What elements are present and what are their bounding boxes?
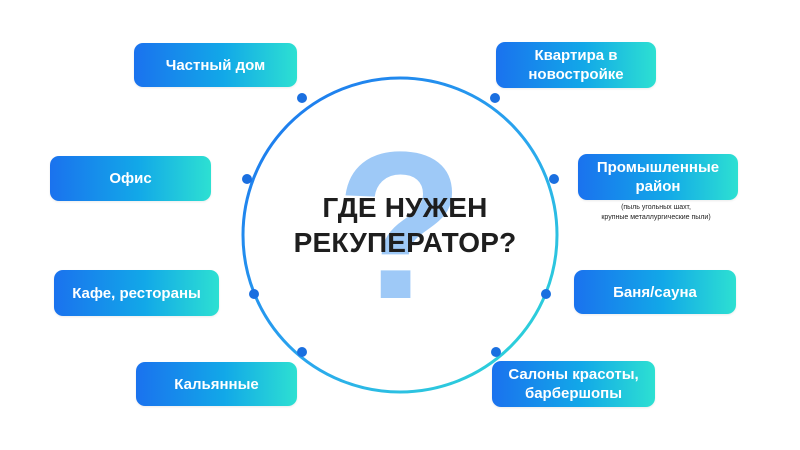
ring-dot xyxy=(490,93,500,103)
card-new-apartment: Квартира в новостройке xyxy=(496,42,656,88)
card-label: район xyxy=(635,178,681,195)
page-title: ГДЕ НУЖЕН РЕКУПЕРАТОР? xyxy=(275,190,535,260)
card-industrial-district: Промышленные район xyxy=(578,154,738,200)
card-label: Кальянные xyxy=(174,375,259,393)
card-label: Квартира в xyxy=(534,47,618,64)
card-hookah-bars: Кальянные xyxy=(136,362,297,406)
title-line: ГДЕ НУЖЕН xyxy=(322,192,488,223)
ring-dot xyxy=(541,289,551,299)
card-label: Баня/сауна xyxy=(613,283,697,301)
question-mark-symbol: ? xyxy=(336,108,464,343)
main-ring xyxy=(241,76,559,394)
ring-dot xyxy=(249,289,259,299)
card-office: Офис xyxy=(50,156,211,201)
card-label: барбершопы xyxy=(524,385,623,402)
card-label: Салоны красоты, xyxy=(508,366,639,383)
industrial-note: (пыль угольных шахт, крупные металлургич… xyxy=(572,203,740,223)
card-private-house: Частный дом xyxy=(134,43,297,87)
card-label: Кафе, рестораны xyxy=(72,284,201,302)
card-beauty-salons: Салоны красоты, барбершопы xyxy=(492,361,655,407)
card-label: Офис xyxy=(109,170,152,187)
ring-dot xyxy=(297,347,307,357)
title-line: РЕКУПЕРАТОР? xyxy=(293,227,517,258)
note-line: крупные металлургические пыли) xyxy=(601,214,711,221)
card-cafe-restaurants: Кафе, рестораны xyxy=(54,270,219,316)
ring-dot xyxy=(491,347,501,357)
card-bathhouse-sauna: Баня/сауна xyxy=(574,270,736,314)
ring-dot xyxy=(297,93,307,103)
ring-dot xyxy=(549,174,559,184)
card-label: Промышленные xyxy=(596,159,720,176)
card-label: Частный дом xyxy=(165,56,266,74)
ring-dot xyxy=(242,174,252,184)
note-line: (пыль угольных шахт, xyxy=(621,204,691,211)
card-label: новостройке xyxy=(528,66,624,83)
